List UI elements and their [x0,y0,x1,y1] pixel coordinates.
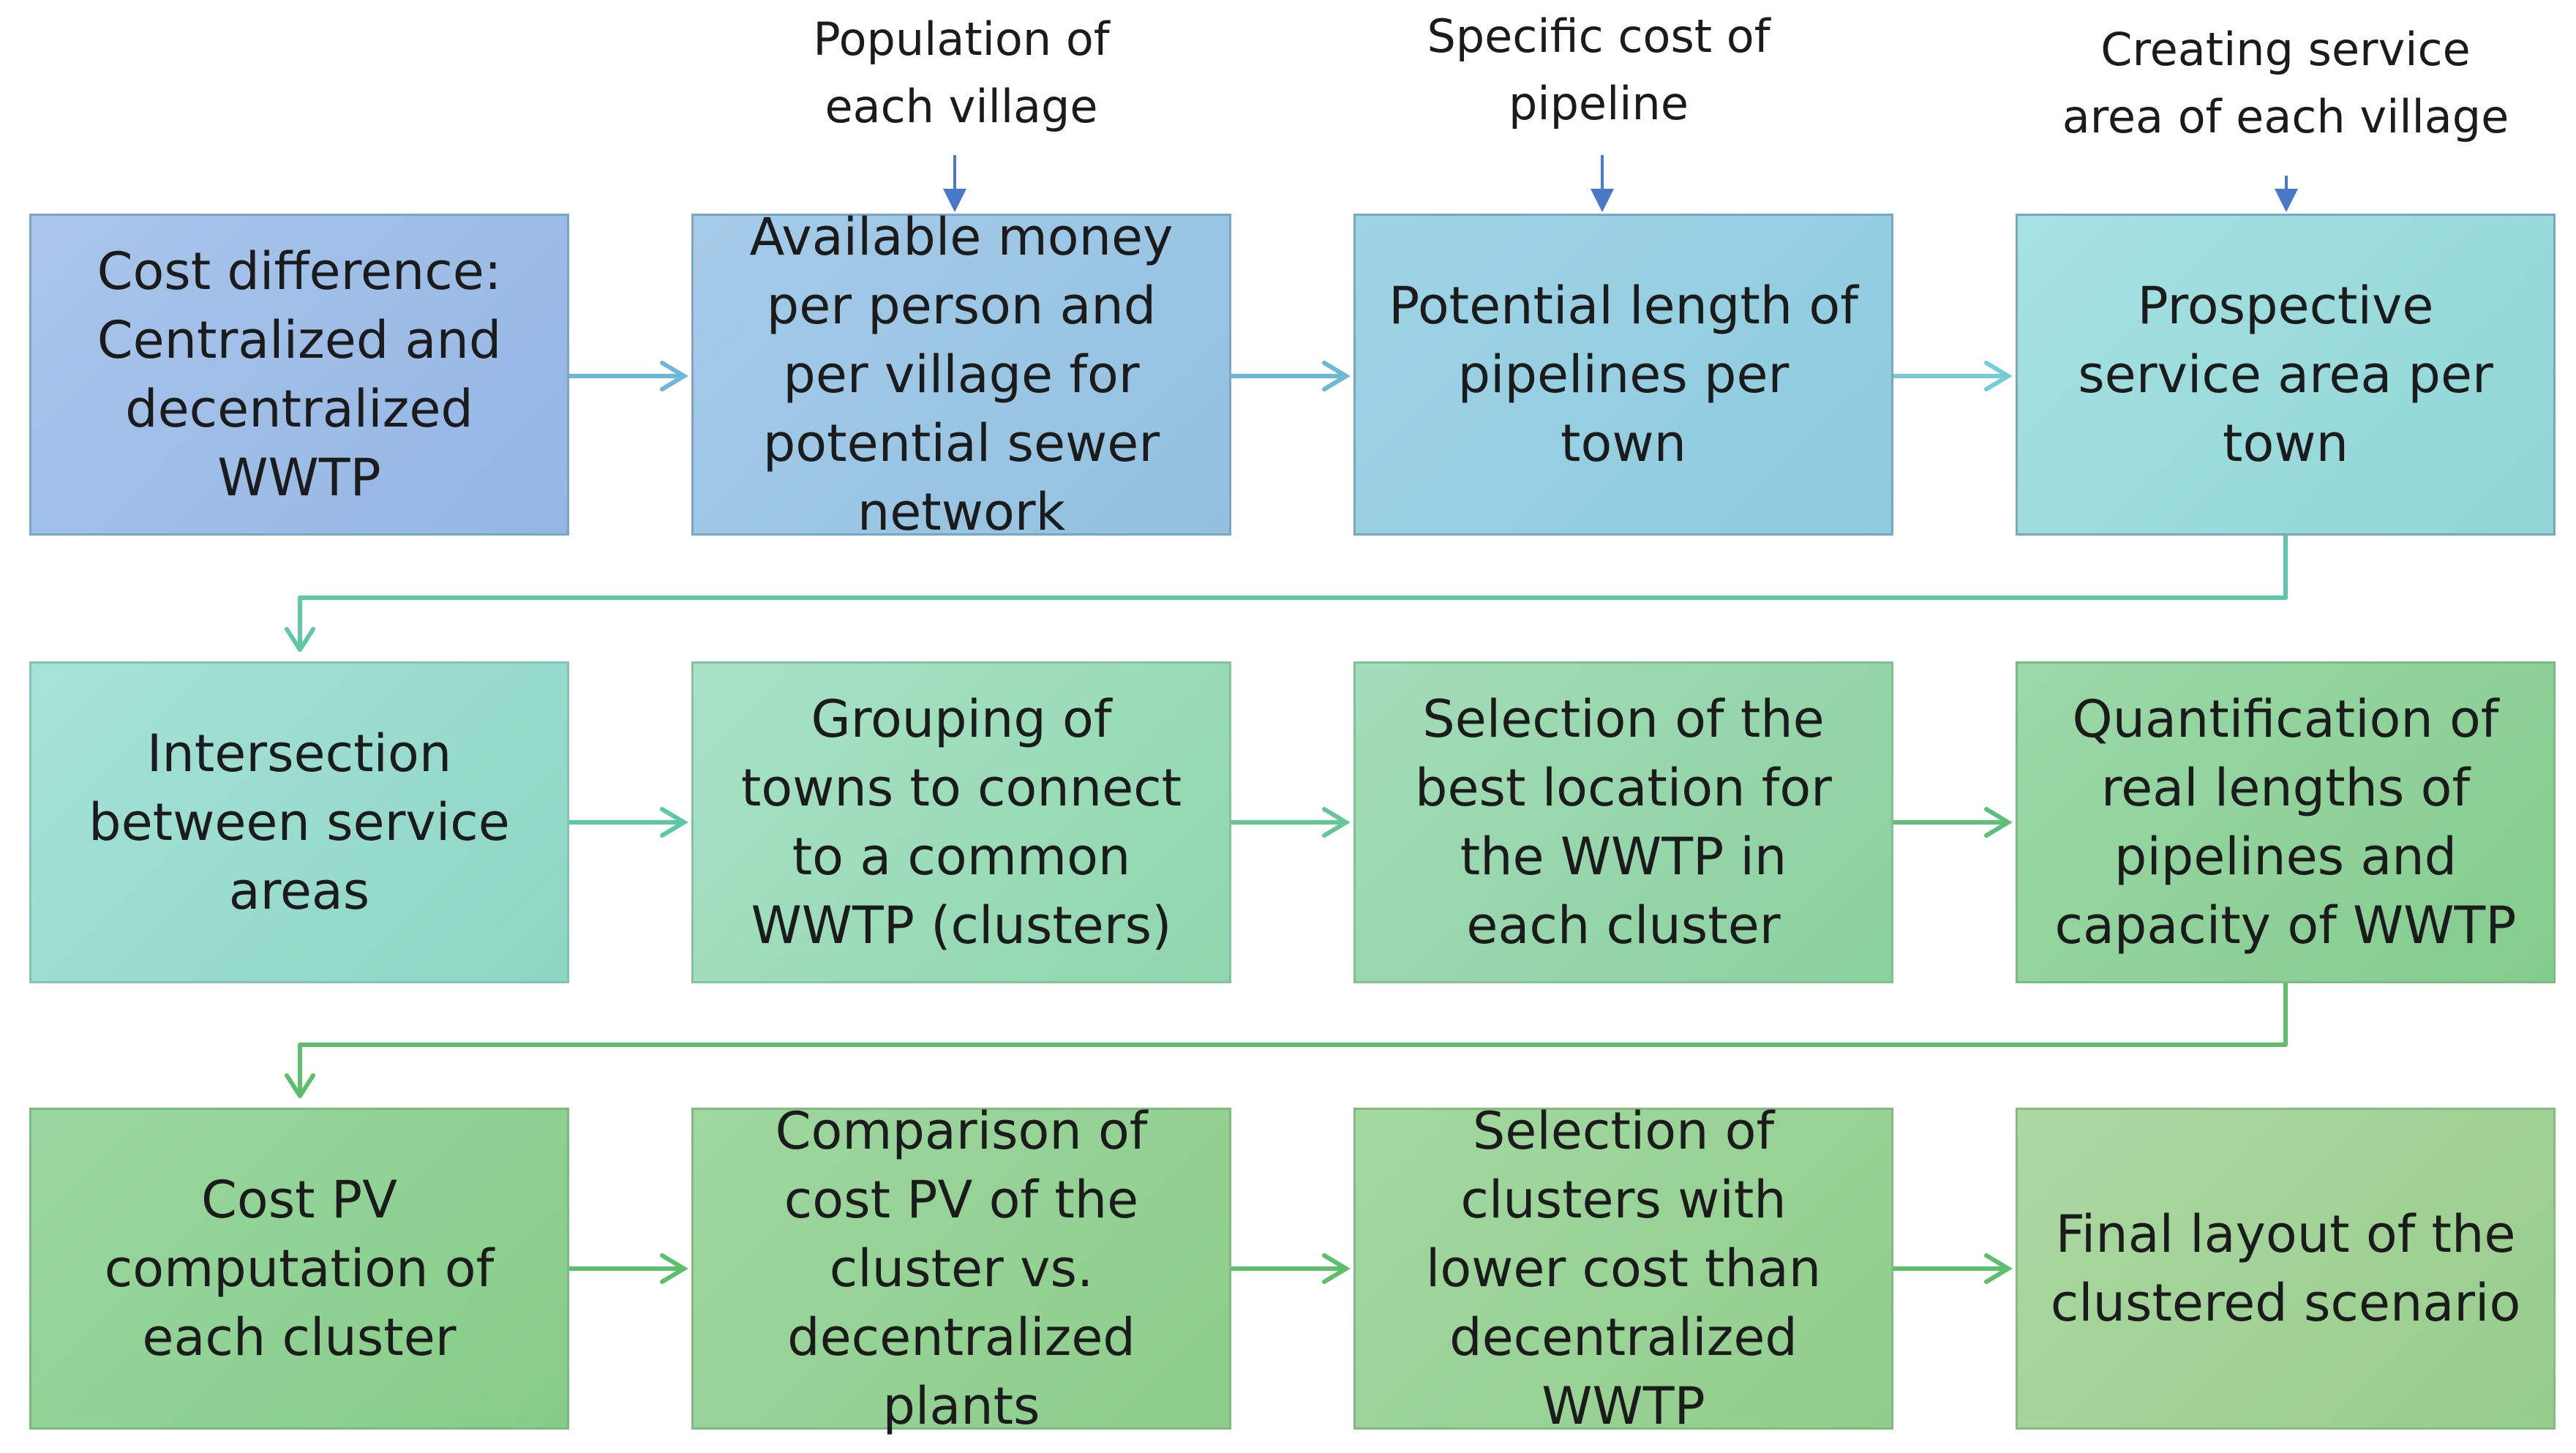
step-box-cost-pv: Cost PV computation of each cluster [29,1108,569,1430]
step-text: Selection of clusters with lower cost th… [1425,1101,1822,1436]
step-box-intersection: Intersection between service areas [29,661,569,983]
step-text: Prospective service area per town [2078,276,2493,473]
arrow-2-3 [1229,361,1351,391]
arrow-9-10 [567,1253,688,1284]
input-label-pipeline-cost: Specific cost of pipeline [1427,10,1770,130]
step-text: Cost PV computation of each cluster [104,1170,495,1367]
arrow-4-5 [285,533,2288,652]
step-box-quantification: Quantification of real lengths of pipeli… [2016,661,2556,983]
step-box-final-layout: Final layout of the clustered scenario [2016,1108,2556,1430]
step-text: Grouping of towns to connect to a common… [740,689,1182,955]
arrow-11-12 [1891,1253,2013,1284]
step-text: Final layout of the clustered scenario [2050,1204,2521,1333]
step-box-prospective-service-area: Prospective service area per town [2016,214,2556,536]
arrow-10-11 [1229,1253,1351,1284]
step-box-potential-length: Potential length of pipelines per town [1353,214,1893,536]
arrow-5-6 [567,807,688,838]
input-label-service-area: Creating service area of each village [2062,23,2509,143]
arrow-6-7 [1229,807,1351,838]
step-text: Comparison of cost PV of the cluster vs.… [775,1101,1148,1436]
step-box-location-selection: Selection of the best location for the W… [1353,661,1893,983]
step-text: Selection of the best location for the W… [1415,689,1832,955]
step-text: Intersection between service areas [89,724,510,921]
step-box-grouping: Grouping of towns to connect to a common… [691,661,1231,983]
step-text: Potential length of pipelines per town [1389,276,1858,473]
step-box-cluster-selection: Selection of clusters with lower cost th… [1353,1101,1893,1436]
arrow-1-2 [567,361,688,391]
step-box-available-money: Available money per person and per villa… [691,207,1231,542]
step-text: Available money per person and per villa… [749,207,1174,542]
arrow-3-4 [1891,361,2013,391]
input-label-population: Population of each village [813,12,1110,133]
step-box-cost-difference: Cost difference: Centralized and decentr… [29,214,569,536]
arrow-8-9 [285,981,2288,1098]
step-box-comparison: Comparison of cost PV of the cluster vs.… [691,1101,1231,1436]
arrow-7-8 [1891,807,2013,838]
step-text: Cost difference: Centralized and decentr… [97,241,502,508]
step-text: Quantification of real lengths of pipeli… [2054,689,2517,955]
